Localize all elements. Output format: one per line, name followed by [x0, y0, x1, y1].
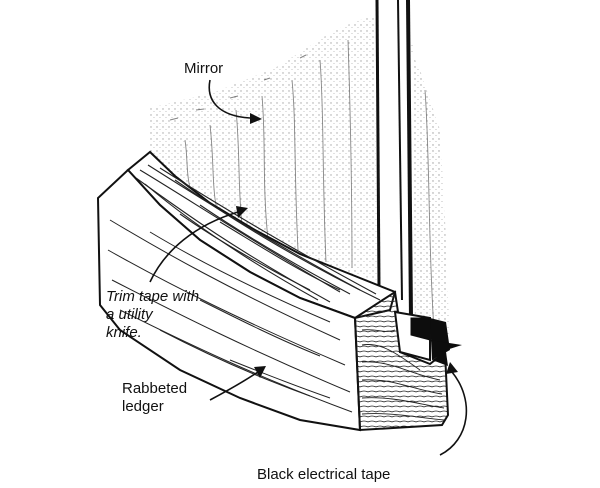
ledger-top-face [126, 150, 397, 320]
mirror-surface [150, 14, 450, 348]
mirror-arrow [208, 79, 251, 119]
black-tape-arrowhead [446, 362, 458, 374]
black-electrical-tape [430, 318, 462, 366]
leader-arrows [149, 79, 468, 456]
rabbeted-ledger-label-line-2: ledger [122, 398, 164, 415]
black-tape-arrow [439, 371, 468, 456]
trim-tape-label: Trim tape with a utility knife. [106, 288, 199, 342]
rabbeted-ledger-label: Rabbeted ledger [122, 380, 187, 416]
rabbeted-ledger-label-line-1: Rabbeted [122, 380, 188, 397]
mirror-edge [375, 0, 413, 319]
rabbet-notch [393, 310, 431, 362]
trim-tape-arrow [149, 211, 239, 283]
trim-tape-label-line-1: Trim tape with [106, 288, 200, 305]
rabbeted-ledger-arrowhead [254, 366, 266, 378]
arrowheads [236, 113, 458, 378]
trim-tape-label-line-2: a utility [106, 306, 153, 323]
black-electrical-tape-label: Black electrical tape [257, 466, 391, 483]
ledger-front-face [96, 168, 362, 432]
trim-tape-label-line-3: knife. [106, 324, 142, 341]
mirror-label: Mirror [184, 60, 224, 77]
rabbeted-ledger-arrow [209, 371, 259, 401]
trim-tape-arrowhead [236, 206, 248, 218]
mirror-arrowhead [250, 113, 262, 124]
